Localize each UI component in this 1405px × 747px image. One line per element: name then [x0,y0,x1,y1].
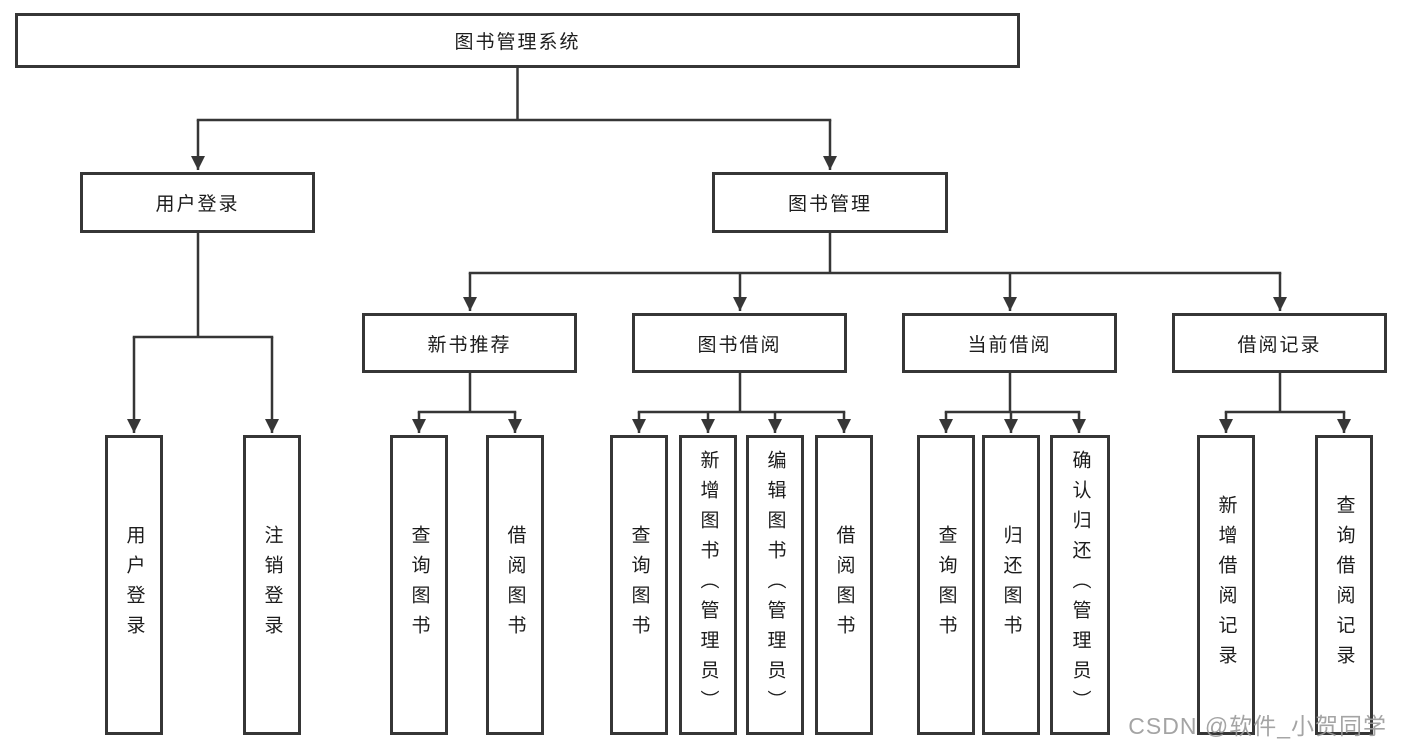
leaf-record-query-label: 查询借阅记录 [1333,495,1355,675]
node-new-book-recommend: 新书推荐 [362,313,577,373]
leaf-borrow-edit-admin: 编辑图书（管理员） [746,435,804,735]
leaf-borrow-add-admin-label: 新增图书（管理员） [697,450,719,720]
leaf-current-confirm-admin-label: 确认归还（管理员） [1069,450,1091,720]
leaf-borrow-add-admin: 新增图书（管理员） [679,435,737,735]
leaf-current-confirm-admin: 确认归还（管理员） [1050,435,1110,735]
leaf-borrow-borrow: 借阅图书 [815,435,873,735]
leaf-current-return-label: 归还图书 [1000,525,1022,645]
node-book-management: 图书管理 [712,172,948,233]
leaf-record-add-label: 新增借阅记录 [1215,495,1237,675]
node-root: 图书管理系统 [15,13,1020,68]
leaf-user-login: 用户登录 [105,435,163,735]
leaf-logout: 注销登录 [243,435,301,735]
node-borrow-records: 借阅记录 [1172,313,1387,373]
node-user-login: 用户登录 [80,172,315,233]
leaf-record-add: 新增借阅记录 [1197,435,1255,735]
node-book-borrow: 图书借阅 [632,313,847,373]
leaf-newbook-query: 查询图书 [390,435,448,735]
leaf-borrow-query: 查询图书 [610,435,668,735]
watermark: CSDN @软件_小贺同学 [1128,713,1387,739]
leaf-record-query: 查询借阅记录 [1315,435,1373,735]
leaf-current-query: 查询图书 [917,435,975,735]
leaf-logout-label: 注销登录 [261,525,283,645]
leaf-newbook-borrow-label: 借阅图书 [504,525,526,645]
leaf-current-query-label: 查询图书 [935,525,957,645]
leaf-user-login-label: 用户登录 [123,525,145,645]
leaf-newbook-query-label: 查询图书 [408,525,430,645]
leaf-current-return: 归还图书 [982,435,1040,735]
leaf-borrow-query-label: 查询图书 [628,525,650,645]
leaf-borrow-edit-admin-label: 编辑图书（管理员） [764,450,786,720]
node-current-borrow: 当前借阅 [902,313,1117,373]
leaf-newbook-borrow: 借阅图书 [486,435,544,735]
leaf-borrow-borrow-label: 借阅图书 [833,525,855,645]
